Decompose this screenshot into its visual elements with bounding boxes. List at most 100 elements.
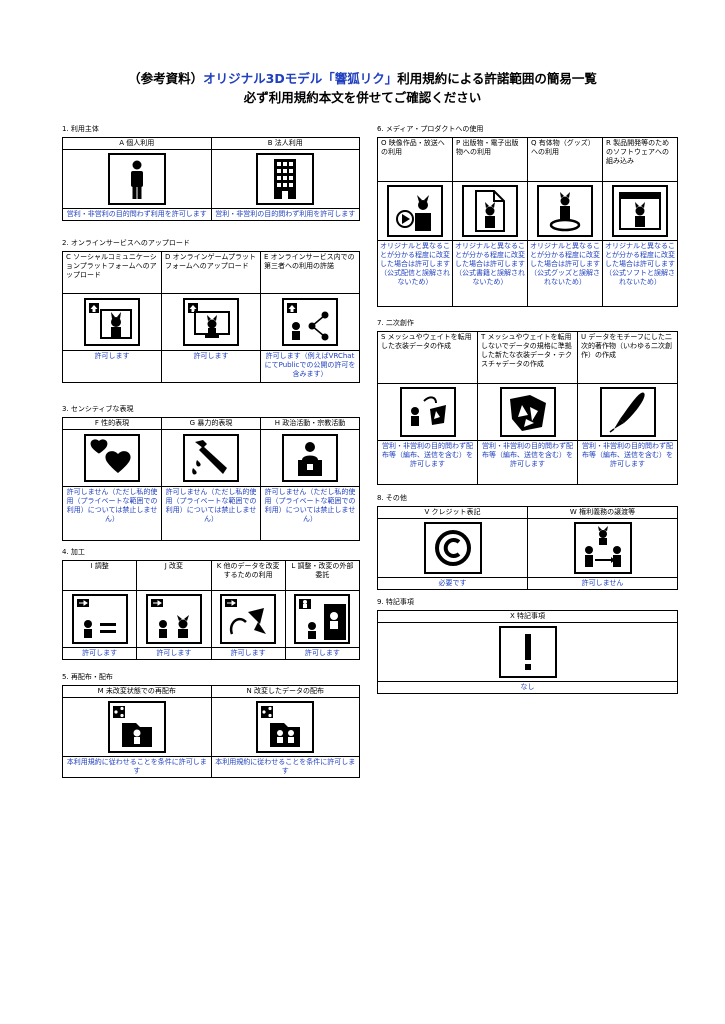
transfer-rights-icon bbox=[573, 522, 632, 574]
cell-header: R 製品開発等のためのソフトウェアへの組み込み bbox=[606, 139, 670, 165]
section-media-products: 6. メディア・プロダクトへの使用 O 映像作品・放送への利用 P 出版物・電子… bbox=[377, 124, 678, 307]
cell-value: 許可します bbox=[230, 649, 266, 657]
cell-header: A 個人利用 bbox=[119, 139, 155, 147]
permissions-table: F 性的表現 G 暴力的表現 H 政治活動・宗教活動 許可しません（ただし私的使… bbox=[62, 417, 360, 541]
fabric-icon bbox=[499, 387, 556, 437]
cell-value: 許可しません（ただし私的使用（プライベートな範囲での利用）については禁止しません… bbox=[165, 488, 257, 523]
cell-value: 許可します bbox=[156, 649, 192, 657]
section-label: 4. 加工 bbox=[62, 548, 85, 556]
section-label: 8. その他 bbox=[377, 494, 407, 502]
section-redistribution: 5. 再配布・配布 M 未改変状態での再配布 N 改変したデータの配布 本利用規… bbox=[62, 672, 360, 778]
section-label: 2. オンラインサービスへのアップロード bbox=[62, 239, 190, 247]
outsource-icon bbox=[294, 594, 351, 644]
cell-header: H 政治活動・宗教活動 bbox=[274, 419, 346, 427]
section-label: 7. 二次創作 bbox=[377, 319, 414, 327]
person-icon bbox=[107, 153, 166, 205]
cell-header: P 出版物・電子出版物への利用 bbox=[456, 139, 519, 156]
document-icon bbox=[462, 185, 518, 237]
cell-value: オリジナルと異なることが分かる程度に改変した場合は許可します（公式ソフトと誤解さ… bbox=[605, 242, 675, 286]
section-usage-subject: 1. 利用主体 A 個人利用 B 法人利用 営利・非営利の目的問わず利用を許可し… bbox=[62, 124, 360, 221]
transfer-icon bbox=[220, 594, 277, 644]
cell-value: 営利・非営利の目的問わず利用を許可します bbox=[66, 210, 207, 218]
cell-header: I 調整 bbox=[90, 562, 109, 570]
cell-value: 必要です bbox=[438, 579, 467, 587]
cell-header: W 権利義務の譲渡等 bbox=[569, 508, 636, 516]
section-label: 6. メディア・プロダクトへの使用 bbox=[377, 125, 484, 133]
distribute-modified-icon bbox=[256, 701, 315, 753]
cell-value: 許可します（例えばVRChatにてPublicでの公開の許可を含みます） bbox=[264, 352, 356, 378]
page-title-line1: （参考資料）オリジナル3Dモデル「響狐リク」利用規約による許諾範囲の簡易一覧 bbox=[128, 71, 597, 86]
cell-value: オリジナルと異なることが分かる程度に改変した場合は許可します（公式グッズと誤解さ… bbox=[530, 242, 600, 286]
cell-header: L 調整・改変の外部委託 bbox=[291, 562, 354, 579]
cell-value: 許可しません（ただし私的使用（プライベートな範囲での利用）については禁止しません… bbox=[264, 488, 356, 523]
cell-header: C ソーシャルコミュニケーションプラットフォームへのアップロード bbox=[66, 253, 157, 279]
cell-header: T メッシュやウェイトを転用しないでデータの規格に準拠した新たな衣装データ・テク… bbox=[481, 333, 572, 368]
cell-value: 営利・非営利の目的問わず配布等（編布、送信を含む）を許可します bbox=[582, 442, 673, 468]
cell-value: 許可しません（ただし私的使用（プライベートな範囲での利用）については禁止しません… bbox=[66, 488, 158, 523]
cell-header: V クレジット表記 bbox=[424, 508, 481, 516]
cell-header: S メッシュやウェイトを転用した衣装データの作成 bbox=[381, 333, 472, 350]
model-name: オリジナル3Dモデル「響狐リク」 bbox=[203, 71, 398, 86]
cell-header: D オンラインゲームプラットフォームへのアップロード bbox=[165, 253, 256, 270]
cell-header: N 改変したデータの配布 bbox=[246, 687, 324, 695]
hearts-icon bbox=[84, 434, 140, 482]
section-label: 1. 利用主体 bbox=[62, 125, 99, 133]
section-online-upload: 2. オンラインサービスへのアップロード C ソーシャルコミュニケーションプラッ… bbox=[62, 238, 360, 383]
cell-value: 許可します bbox=[304, 649, 340, 657]
upload-frame-icon bbox=[84, 298, 140, 346]
section-other: 8. その他 V クレジット表記 W 権利義務の譲渡等 必要です 許可しません bbox=[377, 493, 678, 590]
cell-header: B 法人利用 bbox=[267, 139, 303, 147]
cell-value: 許可します bbox=[82, 649, 118, 657]
cell-header: E オンラインサービス内での第三者への利用の許諾 bbox=[264, 253, 355, 270]
cell-value: 許可します bbox=[94, 352, 130, 360]
permissions-table: C ソーシャルコミュニケーションプラットフォームへのアップロード D オンライン… bbox=[62, 251, 360, 383]
permissions-table: V クレジット表記 W 権利義務の譲渡等 必要です 許可しません bbox=[377, 506, 678, 590]
section-special-notes: 9. 特記事項 X 特記事項 なし bbox=[377, 597, 678, 694]
costume-icon bbox=[399, 387, 456, 437]
cell-header: G 暴力的表現 bbox=[189, 419, 233, 427]
permissions-table: I 調整 J 改変 K 他のデータを改変するための利用 L 調整・改変の外部委託… bbox=[61, 560, 361, 660]
section-processing: 4. 加工 I 調整 J 改変 K 他のデータを改変するための利用 L 調整・改… bbox=[61, 547, 361, 660]
building-icon bbox=[256, 153, 315, 205]
adjust-icon bbox=[71, 594, 128, 644]
cell-header: F 性的表現 bbox=[94, 419, 130, 427]
permissions-table: O 映像作品・放送への利用 P 出版物・電子出版物への利用 Q 有体物（グッズ）… bbox=[377, 137, 678, 307]
upload-share-icon bbox=[282, 298, 338, 346]
cell-value: なし bbox=[520, 683, 535, 691]
cell-header: M 未改変状態での再配布 bbox=[97, 687, 176, 695]
cell-value: 許可します bbox=[193, 352, 229, 360]
cell-header: O 映像作品・放送への利用 bbox=[381, 139, 445, 156]
cell-header: Q 有体物（グッズ）への利用 bbox=[531, 139, 595, 156]
cell-header: J 改変 bbox=[164, 562, 184, 570]
cell-header: X 特記事項 bbox=[509, 612, 546, 620]
section-derivative: 7. 二次創作 S メッシュやウェイトを転用した衣装データの作成 T メッシュや… bbox=[377, 318, 678, 485]
cell-header: K 他のデータを改変するための利用 bbox=[216, 562, 280, 579]
permissions-table: M 未改変状態での再配布 N 改変したデータの配布 本利用規約に従わせることを条… bbox=[62, 685, 360, 778]
figure-icon bbox=[537, 185, 593, 237]
section-label: 5. 再配布・配布 bbox=[62, 673, 113, 681]
upload-monitor-icon bbox=[183, 298, 239, 346]
cell-value: 営利・非営利の目的問わず配布等（編布、送信を含む）を許可します bbox=[382, 442, 473, 468]
video-icon bbox=[387, 185, 443, 237]
permissions-table: X 特記事項 なし bbox=[377, 610, 678, 694]
cell-value: 営利・非営利の目的問わず利用を許可します bbox=[215, 210, 356, 218]
section-sensitive: 3. センシティブな表現 F 性的表現 G 暴力的表現 H 政治活動・宗教活動 … bbox=[62, 404, 360, 541]
pen-icon bbox=[599, 387, 656, 437]
section-label: 3. センシティブな表現 bbox=[62, 405, 134, 413]
knife-icon bbox=[183, 434, 239, 482]
cell-value: オリジナルと異なることが分かる程度に改変した場合は許可します（公式配信と誤解され… bbox=[380, 242, 450, 286]
podium-icon bbox=[282, 434, 338, 482]
modify-icon bbox=[145, 594, 202, 644]
cell-value: 本利用規約に従わせることを条件に許可します bbox=[215, 758, 356, 775]
page-title-line2: 必ず利用規約本文を併せてご確認ください bbox=[243, 90, 482, 105]
redistribute-icon bbox=[107, 701, 166, 753]
permissions-table: A 個人利用 B 法人利用 営利・非営利の目的問わず利用を許可します 営利・非営… bbox=[62, 137, 360, 221]
cell-header: U データをモチーフにした二次的著作物（いわゆる二次創作）の作成 bbox=[581, 333, 672, 359]
cell-value: 本利用規約に従わせることを条件に許可します bbox=[66, 758, 207, 775]
cell-value: 営利・非営利の目的問わず配布等（編布、送信を含む）を許可します bbox=[482, 442, 573, 468]
exclamation-icon bbox=[498, 626, 557, 678]
cell-value: 許可しません bbox=[581, 579, 624, 587]
copyright-icon bbox=[423, 522, 482, 574]
cell-value: オリジナルと異なることが分かる程度に改変した場合は許可します（公式書籍と誤解され… bbox=[455, 242, 525, 286]
permissions-table: S メッシュやウェイトを転用した衣装データの作成 T メッシュやウェイトを転用し… bbox=[377, 331, 678, 485]
